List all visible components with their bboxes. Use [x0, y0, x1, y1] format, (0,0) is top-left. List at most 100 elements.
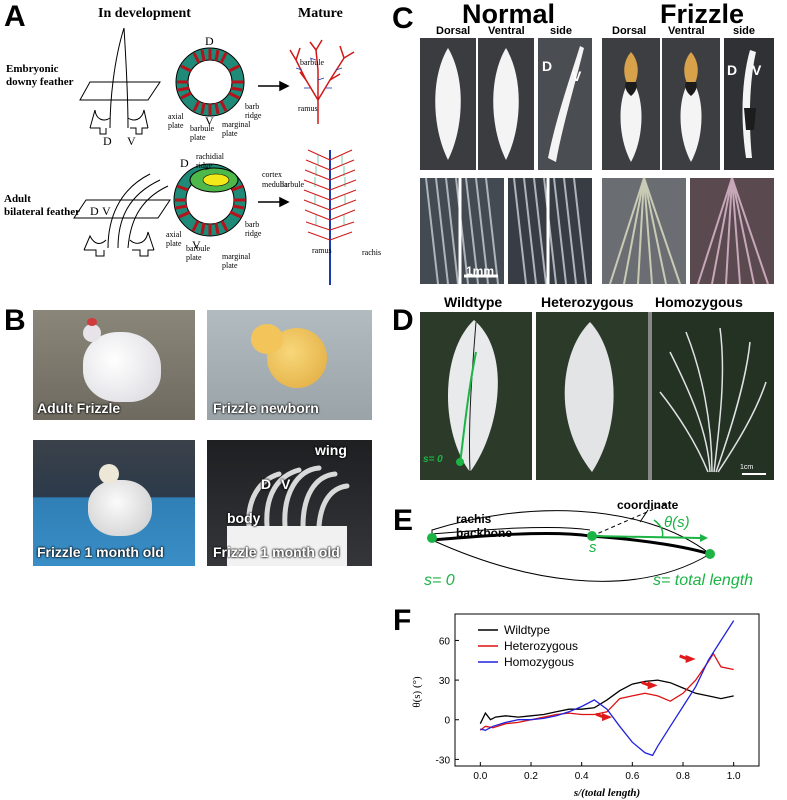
x-tick-label: 0.4: [575, 771, 589, 782]
frizzle-feathers: [620, 50, 756, 162]
d-scale-1cm: 1cm: [740, 464, 754, 471]
panel-a-letter: A: [4, 0, 26, 33]
frizzle-ventral-label: Ventral: [668, 25, 705, 37]
series-line-heterozygous: [479, 652, 734, 731]
barbule-plate-label-2: barbule plate: [186, 244, 210, 262]
x-tick-label: 0.0: [473, 771, 487, 782]
d-s0-label: s= 0: [423, 454, 443, 465]
feather-fan-drawing: [227, 465, 350, 566]
mature-adult-feather: [303, 149, 357, 285]
panel-e-diagram: [427, 501, 715, 582]
normal-feathers: [435, 46, 584, 162]
legend-label: Homozygous: [504, 655, 574, 669]
normal-side-label: side: [550, 25, 573, 37]
red-arrow-shaft: [679, 654, 689, 661]
normal-side-V: V: [572, 68, 582, 84]
marginal-plate-label-1: marginal plate: [222, 120, 251, 138]
ring2-V: V: [192, 238, 201, 252]
barbule-label-1: barbule: [300, 58, 324, 67]
y-tick-label: 0: [444, 716, 450, 727]
panel-f-letter: F: [393, 604, 412, 637]
axial-plate-label-1: axial plate: [168, 112, 184, 130]
barb-ridge-label-2: barb ridge: [245, 220, 262, 238]
red-arrow-annotation: [602, 713, 613, 722]
medulla-label: medulla: [262, 180, 288, 189]
red-arrow-annotation: [685, 654, 696, 663]
mature-downy-feather: [289, 39, 355, 124]
annotation-arrows: [595, 654, 696, 722]
frizzle-side-V: V: [752, 62, 762, 78]
normal-closeups: [420, 177, 592, 285]
rachis-backbone-label: rachis backbone: [456, 512, 512, 540]
downy-follicle-diagram: [79, 27, 161, 135]
fol1-V: V: [127, 134, 136, 148]
panel-d-letter: D: [392, 304, 414, 337]
marginal-plate-label-2: marginal plate: [222, 252, 251, 270]
photo-b-V: V: [281, 476, 291, 492]
embryonic-label: Embryonic downy feather: [6, 63, 74, 89]
frizzle-month-caption-2: Frizzle 1 month old: [213, 544, 340, 560]
theta-label: θ(s): [664, 514, 690, 531]
frizzle-month-photo-1: Frizzle 1 month old: [33, 440, 195, 566]
fol2-V: V: [102, 204, 111, 218]
x-tick-label: 1.0: [727, 771, 741, 782]
fol2-D: D: [90, 204, 99, 218]
scale-1mm: 1mm: [466, 264, 495, 278]
red-arrow-shaft: [641, 680, 651, 687]
x-tick-label: 0.8: [676, 771, 690, 782]
y-tick-label: 60: [439, 636, 451, 647]
adult-follicle-diagram: [73, 173, 171, 257]
adult-label: Adult bilateral feather: [4, 193, 80, 219]
x-tick-label: 0.2: [524, 771, 538, 782]
ramus-label-1: ramus: [298, 104, 318, 113]
homozygous-label: Homozygous: [655, 294, 743, 310]
embryonic-line1: Embryonic: [6, 63, 59, 75]
wing-label: wing: [315, 442, 347, 458]
panel-b-letter: B: [4, 304, 26, 337]
red-arrow-annotation: [647, 681, 658, 690]
normal-dorsal-label: Dorsal: [436, 25, 471, 37]
adult-line2: bilateral feather: [4, 206, 81, 218]
rachidial-ridge-label: rachidial ridge: [196, 152, 224, 170]
s-label: s: [589, 539, 597, 556]
y-axis-label: θ(s) (°): [411, 676, 423, 708]
frizzle-side-D: D: [727, 62, 738, 78]
normal-ventral-label: Ventral: [488, 25, 525, 37]
frizzle-side-label: side: [733, 25, 756, 37]
x-axis-label: s/(total length): [573, 787, 640, 799]
ring1-V: V: [205, 114, 214, 128]
wildtype-green-overlay: [456, 351, 477, 466]
ramus-label-2: ramus: [312, 246, 332, 255]
adult-frizzle-photo: Adult Frizzle: [33, 310, 195, 420]
plot-frame: [454, 613, 760, 767]
series-lines: [479, 620, 735, 757]
frizzle-title: Frizzle: [660, 0, 745, 29]
panel-a-diagram: [73, 27, 357, 285]
frizzle-newborn-photo: Frizzle newborn: [207, 310, 372, 420]
x-tick-label: 0.6: [625, 771, 639, 782]
panel-d-photos: [420, 312, 774, 480]
normal-title: Normal: [462, 0, 556, 29]
header-in-development: In development: [98, 6, 191, 21]
heterozygous-label: Heterozygous: [541, 294, 634, 310]
red-arrow-shaft: [595, 712, 605, 719]
downy-cross-section: [175, 47, 245, 117]
photo-b-D: D: [261, 476, 272, 492]
e-s0-label: s= 0: [424, 572, 455, 589]
e-stotal-label: s= total length: [653, 572, 754, 589]
panel-e-letter: E: [393, 504, 414, 537]
frizzle-month-caption-1: Frizzle 1 month old: [37, 544, 164, 560]
y-tick-label: 30: [439, 676, 451, 687]
embryonic-line2: downy feather: [6, 76, 74, 88]
backbone-word: backbone: [456, 526, 513, 540]
panel-c-letter: C: [392, 2, 414, 35]
series-line-homozygous: [480, 620, 735, 757]
ring2-D: D: [180, 156, 189, 170]
coordinate-label: coordinate: [617, 498, 679, 512]
barb-ridge-label-1: barb ridge: [245, 102, 262, 120]
rachis-word: rachis: [456, 512, 492, 526]
ring1-D: D: [205, 34, 214, 48]
